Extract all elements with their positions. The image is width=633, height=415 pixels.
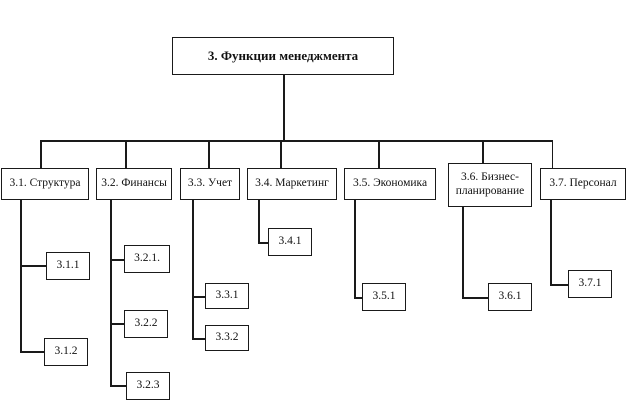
node-root: 3. Функции менеджмента [172, 37, 394, 75]
connector-branch-3-4 [258, 200, 260, 243]
connector-stub-3-4-1 [258, 242, 268, 244]
connector-branch-3-3 [192, 200, 194, 339]
connector-branch-3-6 [462, 207, 464, 298]
connector-stub-3-6-1 [462, 297, 488, 299]
node-3-3-1: 3.3.1 [205, 283, 249, 309]
connector-drop-3-7 [551, 140, 553, 168]
node-3-3-2: 3.3.2 [205, 325, 249, 351]
node-3-7: 3.7. Персонал [540, 168, 626, 200]
node-3-2-3: 3.2.3 [126, 372, 170, 400]
connector-bus [40, 140, 553, 142]
node-3-2: 3.2. Финансы [96, 168, 172, 200]
connector-stub-3-7-1 [550, 284, 568, 286]
node-3-4-1: 3.4.1 [268, 228, 312, 256]
connector-branch-3-7 [550, 200, 552, 285]
node-3-7-1: 3.7.1 [568, 270, 612, 298]
connector-stub-3-3-1 [192, 296, 205, 298]
node-3-3: 3.3. Учет [180, 168, 240, 200]
connector-drop-3-6 [482, 140, 484, 163]
connector-root-trunk [283, 75, 285, 140]
connector-stub-3-2-2 [110, 323, 124, 325]
node-3-5: 3.5. Экономика [344, 168, 436, 200]
connector-drop-3-4 [280, 140, 282, 168]
connector-stub-3-2-1 [110, 259, 124, 261]
node-3-6: 3.6. Бизнес-планирование [448, 163, 532, 207]
connector-branch-3-2 [110, 200, 112, 386]
connector-stub-3-5-1 [354, 297, 362, 299]
connector-stub-3-3-2 [192, 338, 205, 340]
connector-stub-3-2-3 [110, 385, 126, 387]
connector-branch-3-1 [20, 200, 22, 352]
connector-drop-3-5 [378, 140, 380, 168]
connector-stub-3-1-2 [20, 351, 44, 353]
node-3-6-1: 3.6.1 [488, 283, 532, 311]
node-3-1-2: 3.1.2 [44, 338, 88, 366]
node-3-5-1: 3.5.1 [362, 283, 406, 311]
node-3-4: 3.4. Маркетинг [247, 168, 337, 200]
connector-branch-3-5 [354, 200, 356, 298]
node-3-2-1: 3.2.1. [124, 245, 170, 273]
node-3-1-1: 3.1.1 [46, 252, 90, 280]
node-3-1: 3.1. Структура [1, 168, 89, 200]
connector-drop-3-3 [208, 140, 210, 168]
connector-drop-3-1 [40, 140, 42, 168]
connector-stub-3-1-1 [20, 265, 46, 267]
node-3-2-2: 3.2.2 [124, 310, 168, 338]
connector-drop-3-2 [125, 140, 127, 168]
